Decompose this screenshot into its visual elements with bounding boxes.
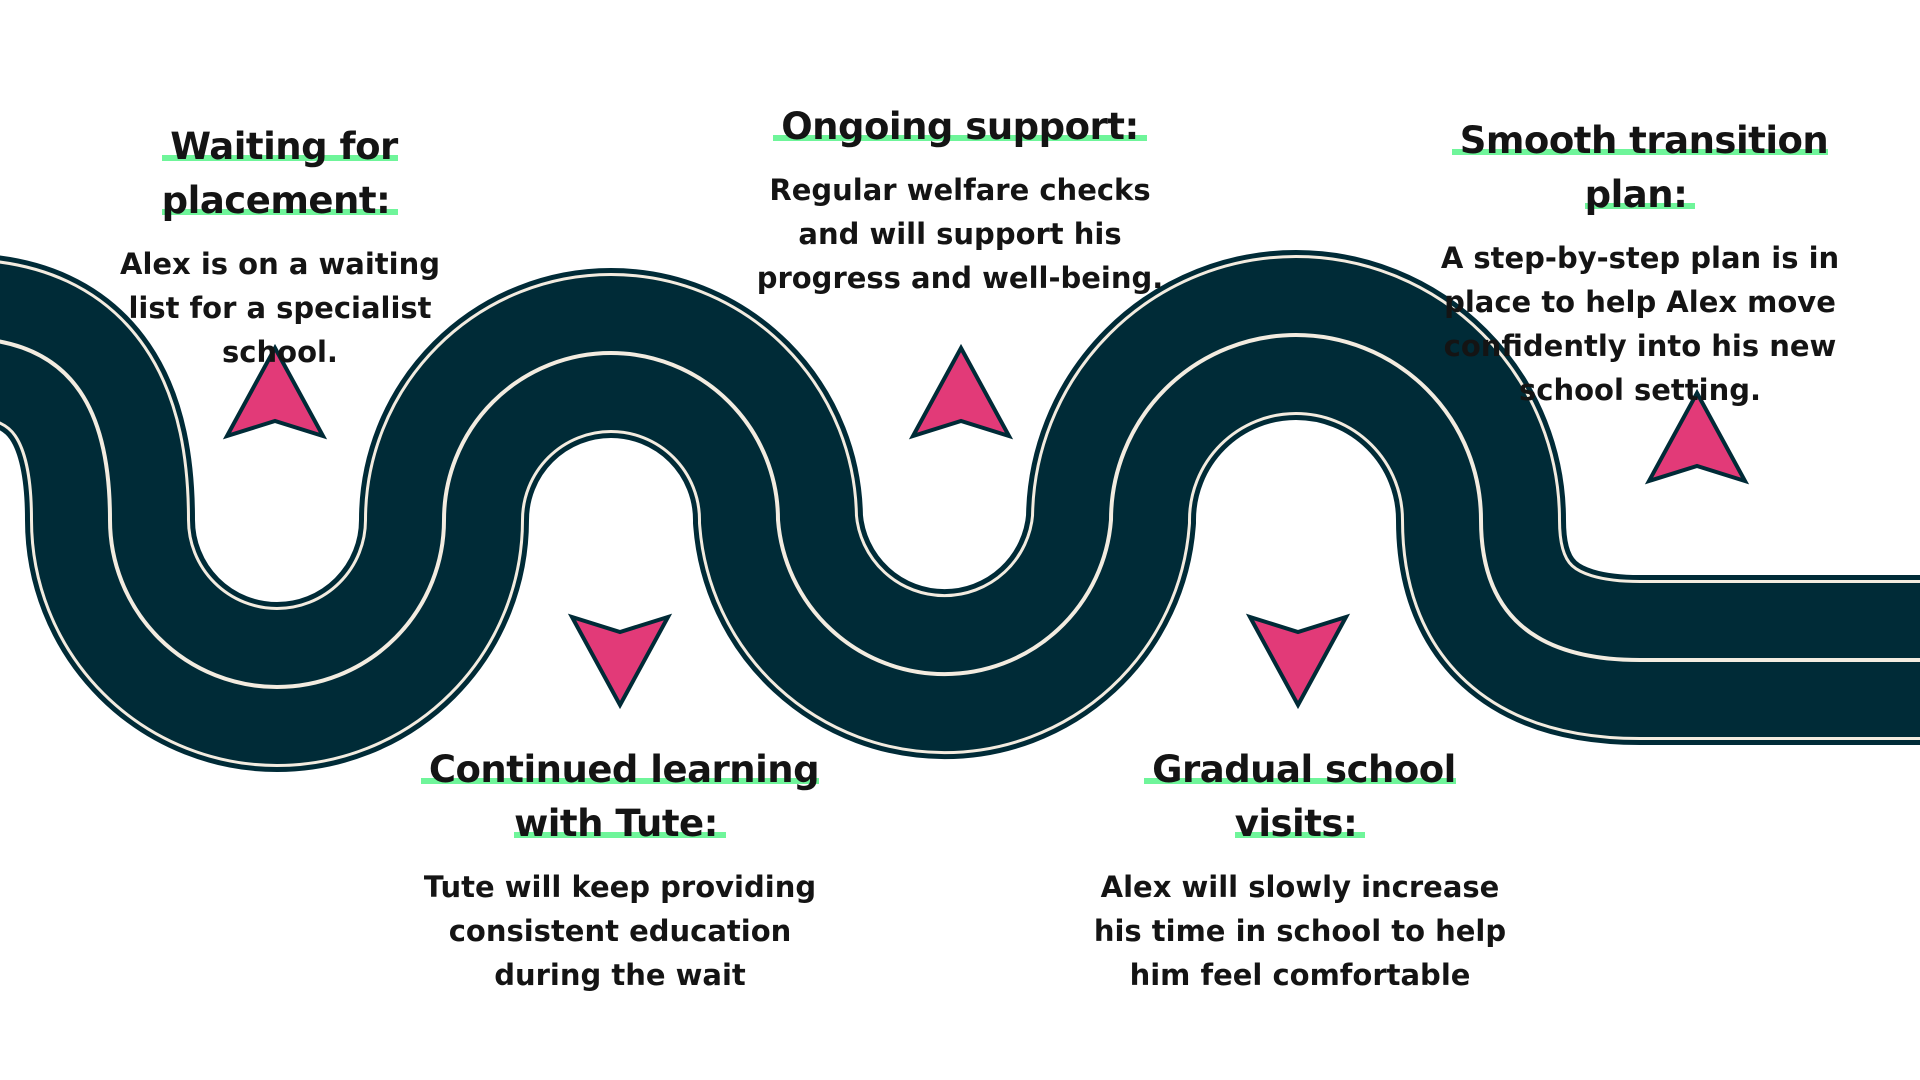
milestone-heading: Continued learning with Tute: (405, 743, 835, 851)
milestone-description: Alex will slowly increase his time in sc… (1093, 870, 1507, 992)
milestone-waiting-for-placement: Waiting for placement: Alex is on a wait… (50, 120, 510, 374)
road-center-line (0, 333, 1920, 689)
milestone-description: Alex is on a waiting list for a speciali… (120, 247, 440, 369)
milestone-smooth-transition-plan: Smooth transition plan: A step-by-step p… (1395, 114, 1885, 412)
milestone-description: Regular welfare checks and will support … (756, 173, 1164, 295)
milestone-description: Tute will keep providing consistent educ… (423, 870, 817, 992)
down-arrow-icon (1245, 613, 1351, 710)
milestone-heading: Gradual school visits: (1085, 743, 1515, 851)
up-arrow-icon (908, 343, 1014, 440)
down-arrow-icon (567, 613, 673, 710)
milestone-heading: Smooth transition plan: (1395, 114, 1885, 222)
milestone-heading: Ongoing support: (735, 100, 1185, 154)
up-arrow-icon (1644, 388, 1750, 485)
milestone-heading: Waiting for placement: (161, 125, 399, 222)
up-arrow-icon (222, 343, 328, 440)
milestone-continued-learning: Continued learning with Tute: Tute will … (405, 743, 835, 997)
milestone-description: A step-by-step plan is in place to help … (1440, 241, 1840, 407)
milestone-gradual-school-visits: Gradual school visits: Alex will slowly … (1085, 743, 1515, 997)
milestone-ongoing-support: Ongoing support: Regular welfare checks … (735, 100, 1185, 300)
road (0, 250, 1920, 772)
